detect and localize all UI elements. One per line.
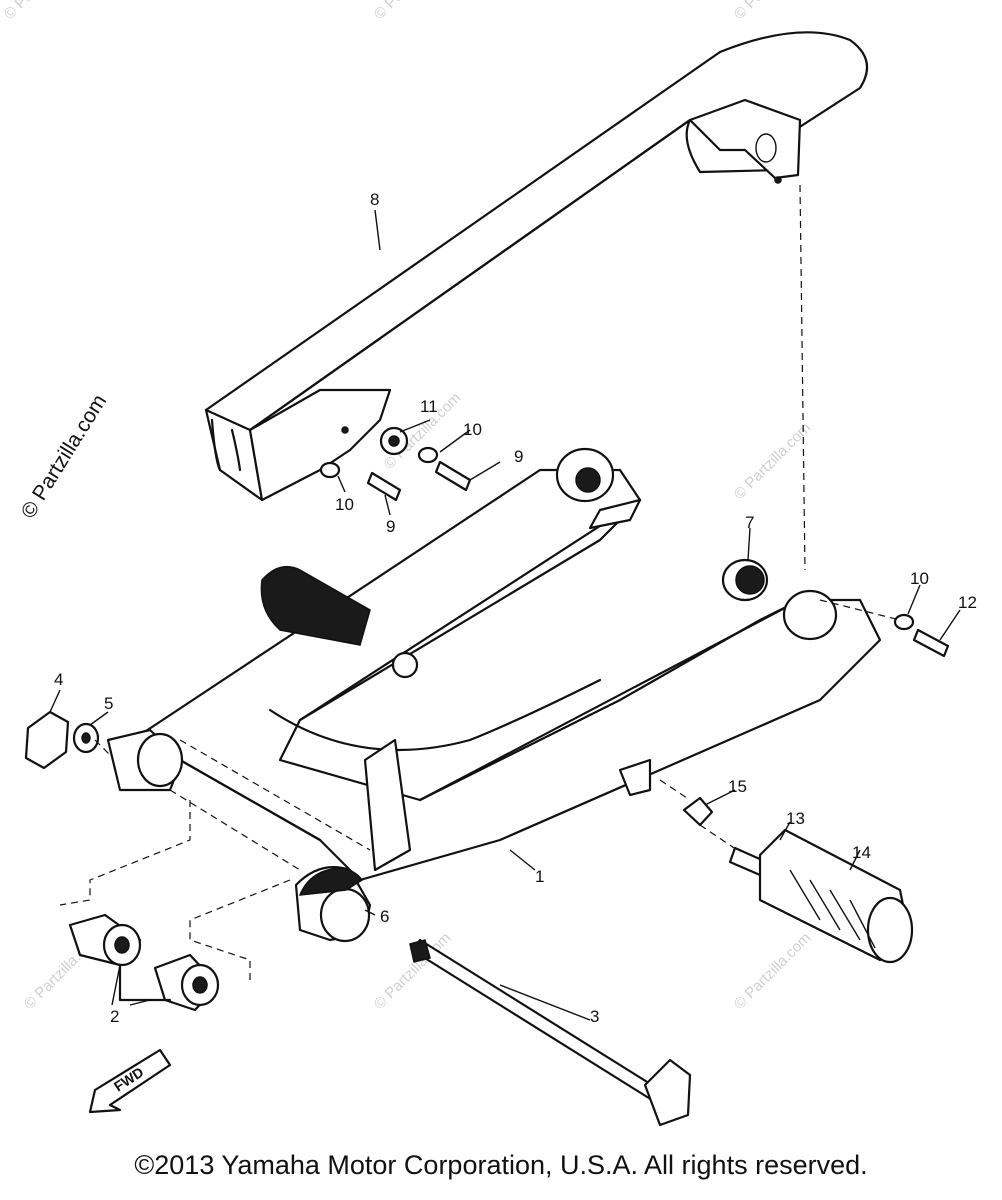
nut-and-washer — [24, 710, 100, 770]
footrest — [682, 796, 914, 964]
callout-7: 7 — [745, 513, 754, 532]
callout-9b: 9 — [386, 517, 395, 536]
pivot-bushing — [294, 866, 372, 943]
callout-13: 13 — [786, 809, 805, 828]
callout-12: 12 — [958, 593, 977, 612]
fwd-arrow: FWD — [88, 1048, 172, 1114]
leader-lines — [49, 209, 961, 1021]
left-pivot-collar — [106, 728, 184, 792]
chain-case-hardware — [319, 426, 472, 502]
callout-2: 2 — [110, 1007, 119, 1026]
callout-labels: 8 1 2 3 4 5 6 7 9 9 10 10 10 11 12 13 14… — [54, 190, 977, 1026]
collars — [68, 913, 220, 1012]
swing-arm — [138, 447, 882, 882]
watermark: © Partzilla.com — [731, 0, 814, 23]
callout-6: 6 — [380, 907, 389, 926]
spacer — [721, 558, 769, 602]
swingarm-exploded-view: © Partzilla.com © Partzilla.com © Partzi… — [1, 0, 977, 1127]
callout-3: 3 — [590, 1007, 599, 1026]
callout-5: 5 — [104, 694, 113, 713]
watermark: © Partzilla.com — [731, 419, 814, 502]
left-footrest — [260, 565, 371, 646]
callout-9a: 9 — [514, 447, 523, 466]
callout-10b: 10 — [335, 495, 354, 514]
watermark: © Partzilla.com — [1, 0, 84, 23]
callout-14: 14 — [852, 843, 871, 862]
callout-1: 1 — [535, 867, 544, 886]
callout-4: 4 — [54, 670, 63, 689]
copyright-notice: ©2013 Yamaha Motor Corporation, U.S.A. A… — [134, 1150, 868, 1180]
watermark: © Partzilla.com — [731, 929, 814, 1012]
right-hardware — [893, 613, 950, 658]
chain-case — [204, 31, 869, 502]
watermark: © Partzilla.com — [371, 0, 454, 23]
pivot-shaft — [409, 938, 692, 1127]
alignment-lines — [59, 184, 901, 985]
callout-8: 8 — [370, 190, 379, 209]
side-watermark: © Partzilla.com — [17, 390, 111, 522]
callout-10a: 10 — [463, 420, 482, 439]
callout-15: 15 — [728, 777, 747, 796]
callout-11: 11 — [420, 397, 438, 416]
callout-10c: 10 — [910, 569, 929, 588]
watermark: © Partzilla.com — [371, 929, 454, 1012]
